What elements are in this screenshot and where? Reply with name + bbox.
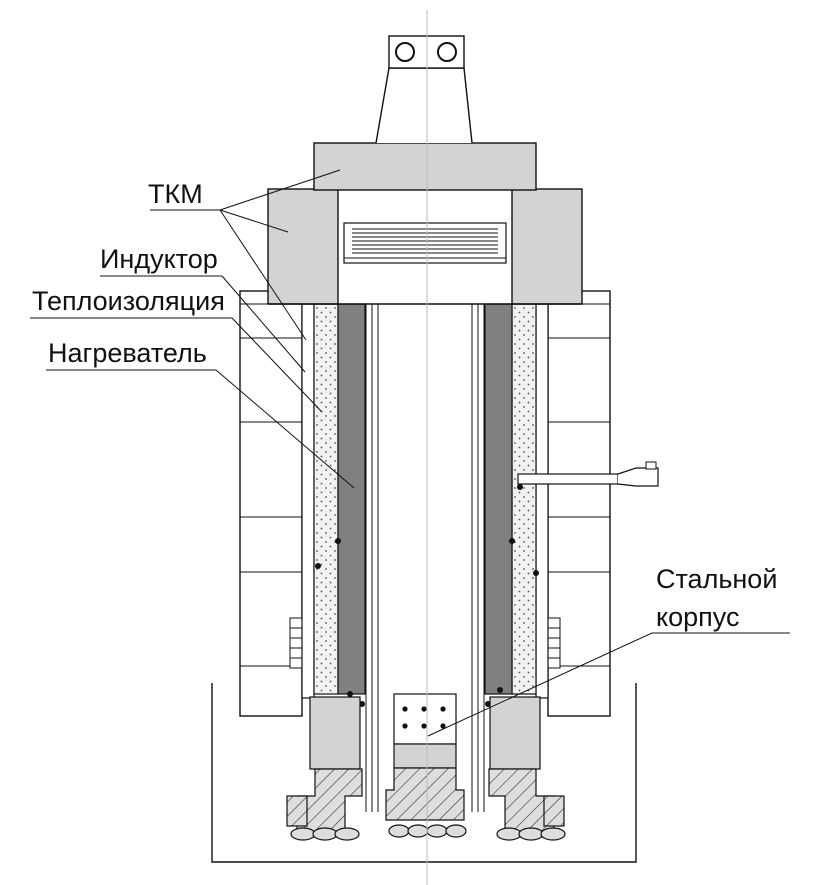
inner-tube-right (471, 304, 485, 812)
inner-tube-left (365, 304, 379, 812)
bottom-supports (290, 824, 566, 841)
label-steel-case-line1: Стальной (656, 564, 777, 594)
label-inductor: Индуктор (100, 244, 218, 274)
center-block (393, 693, 457, 769)
tkm-lid (313, 142, 537, 191)
coil-terminal-left (289, 617, 303, 669)
inductor-inner-right (535, 303, 549, 699)
tkm-bottom-right (489, 696, 541, 770)
label-insulation: Теплоизоляция (32, 286, 225, 316)
hatched-base (286, 767, 565, 833)
tkm-side-right (511, 188, 583, 305)
heater-left (337, 303, 366, 695)
side-pipe (517, 461, 659, 487)
lifting-eye (375, 35, 473, 144)
label-heater: Нагреватель (48, 338, 207, 368)
coil-terminal-right (547, 617, 561, 669)
tkm-side-left (267, 188, 339, 305)
steel-case-outline (211, 683, 637, 863)
heater-right (484, 303, 513, 695)
leader-lines (30, 169, 790, 737)
inductor-inner-left (301, 303, 315, 699)
tkm-bottom-left (309, 696, 361, 770)
insulation-right (511, 303, 537, 695)
label-tkm: ТКМ (148, 179, 203, 209)
insulation-left (313, 303, 339, 695)
cooling-fins (343, 222, 507, 264)
label-steel-case-line2: корпус (656, 602, 739, 632)
